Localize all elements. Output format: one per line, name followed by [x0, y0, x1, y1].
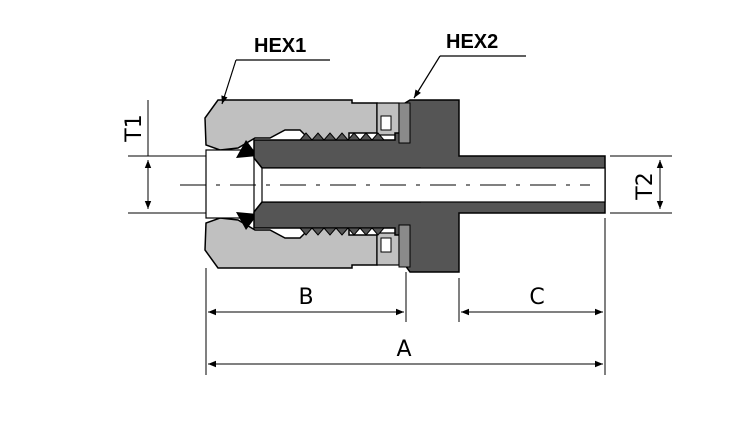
a-label: A	[396, 337, 411, 362]
hex2-label: HEX2	[446, 31, 498, 53]
hex2-callout: HEX2	[413, 31, 526, 99]
thread-bottom	[298, 227, 386, 236]
ferrule-top	[236, 140, 258, 158]
washer-top	[380, 115, 392, 131]
thread-top	[298, 132, 386, 141]
c-label: C	[529, 285, 544, 310]
dimension-c: C	[461, 285, 603, 316]
t2-label: T2	[633, 172, 658, 200]
hex2-flat-top	[398, 102, 411, 144]
ferrule-bottom	[236, 212, 258, 230]
tube-bore-end-top	[253, 157, 263, 169]
t1-label: T1	[122, 114, 147, 142]
washer-bottom	[380, 237, 392, 253]
nut-bore	[205, 149, 255, 219]
b-label: B	[298, 285, 313, 310]
hex1-callout: HEX1	[221, 35, 330, 105]
dimension-t2: T2	[633, 160, 664, 209]
dimension-a: A	[208, 337, 603, 368]
hex2-flat-bottom	[398, 224, 411, 268]
hex1-label: HEX1	[254, 35, 306, 57]
dimension-t1: T1	[122, 100, 152, 209]
dimension-b: B	[208, 285, 404, 316]
extension-lines	[128, 155, 672, 375]
tube-bore-end-bottom	[253, 201, 263, 213]
